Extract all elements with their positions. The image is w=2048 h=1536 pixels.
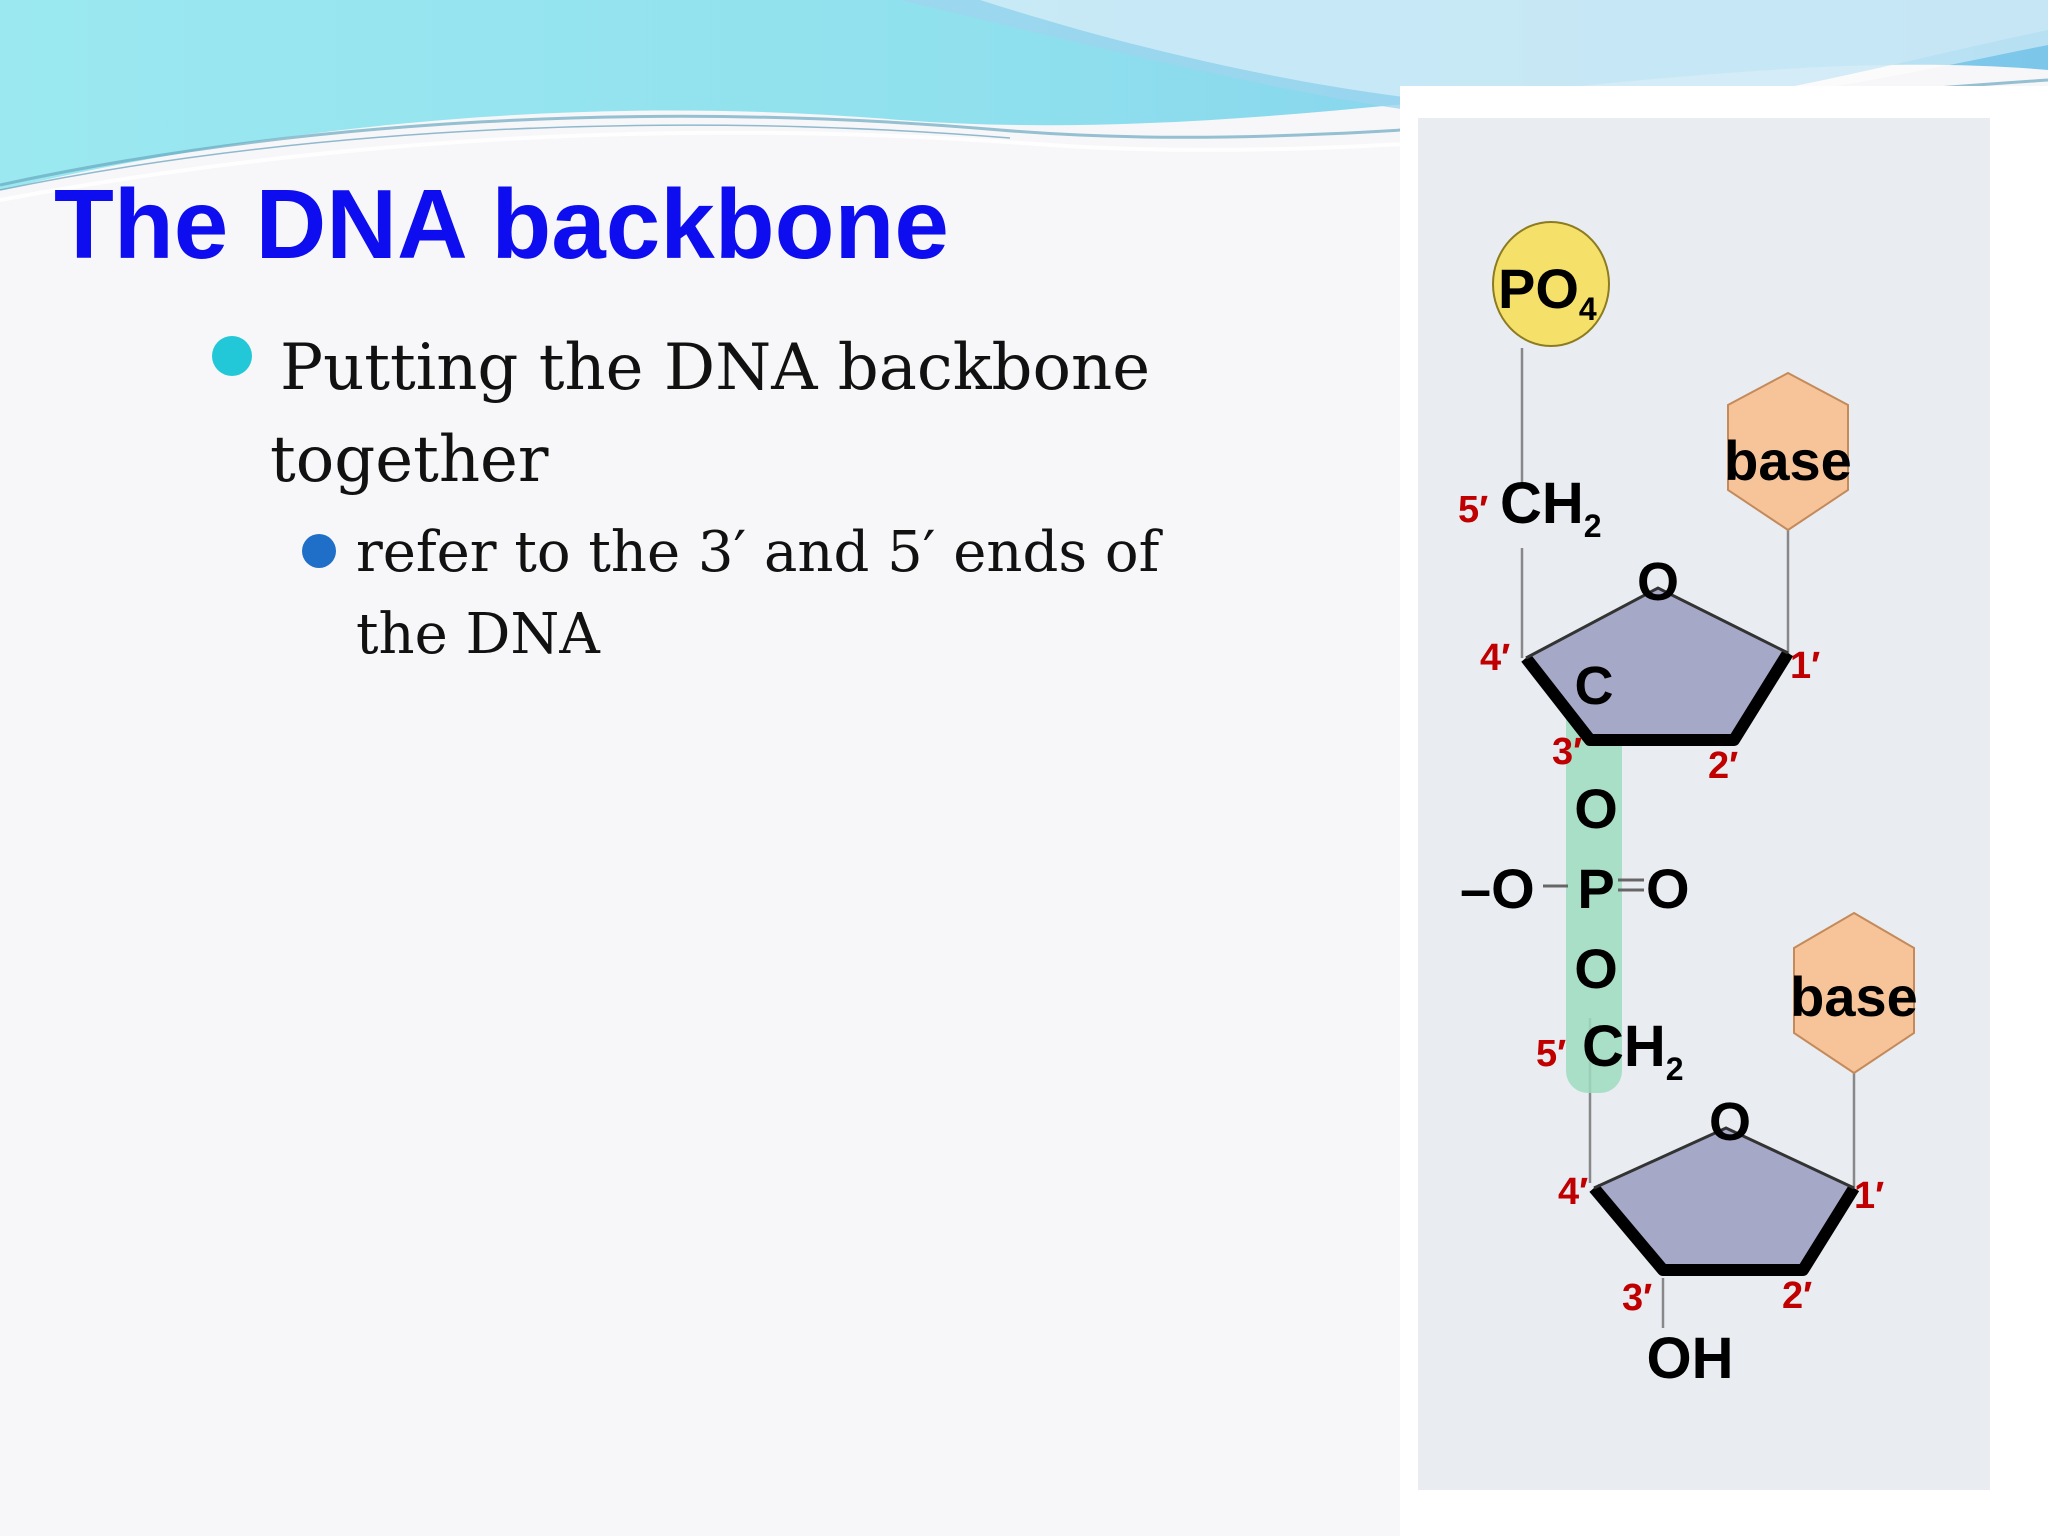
bullet-line: refer to the 3′ and 5′ ends of <box>356 520 1160 585</box>
bullet-level2: refer to the 3′ and 5′ ends of the DNA <box>356 512 1236 676</box>
ring-bold-edge <box>1589 1184 1860 1276</box>
prime-label: 3′ <box>1552 731 1582 773</box>
bridge-oxygen-top: O <box>1574 777 1618 840</box>
sugar-pentagon <box>1526 588 1788 738</box>
base-label: base <box>1790 965 1918 1028</box>
dna-backbone-diagram: PO4 base 5′ CH2 O C 4′ 1′ 3′ 2′ O –O P O… <box>1418 118 1990 1490</box>
ring-edge <box>1525 586 1789 660</box>
base-label: base <box>1724 429 1852 492</box>
bullet-dot <box>212 336 252 376</box>
carbon-label: C <box>1575 656 1614 716</box>
prime-label: 5′ <box>1458 489 1488 531</box>
ring-oxygen: O <box>1709 1092 1751 1152</box>
hydroxyl-label: OH <box>1647 1326 1734 1391</box>
ch2-label: CH2 <box>1582 1014 1684 1087</box>
ring-oxygen: O <box>1637 552 1679 612</box>
prime-label: 5′ <box>1536 1033 1566 1075</box>
prime-label: 1′ <box>1854 1175 1884 1217</box>
bridge-oxygen-right: O <box>1646 857 1690 920</box>
sub-bullet-dot <box>302 534 336 568</box>
prime-label: 2′ <box>1708 745 1738 787</box>
ring-edge <box>1593 1126 1855 1190</box>
bridge-phosphorus: P <box>1577 857 1614 920</box>
prime-label: 2′ <box>1782 1275 1812 1317</box>
prime-label: 4′ <box>1558 1171 1588 1213</box>
bullet-line: Putting the DNA backbone <box>280 331 1151 405</box>
phosphate-label: PO4 <box>1498 257 1597 327</box>
ring-bold-edge <box>1521 649 1794 746</box>
bullet-line: together <box>270 423 549 497</box>
phosphate-circle <box>1492 221 1610 347</box>
base-hexagon <box>1727 371 1849 532</box>
prime-label: 1′ <box>1790 645 1820 687</box>
bullet-line: the DNA <box>356 602 600 667</box>
bridge-oxygen-left: –O <box>1460 857 1535 920</box>
base-hexagon <box>1793 911 1915 1075</box>
diagram-panel <box>1418 118 1990 1490</box>
bridge-oxygen-bottom: O <box>1574 937 1618 1000</box>
phosphodiester-highlight <box>1566 693 1622 1093</box>
prime-label: 3′ <box>1622 1277 1652 1319</box>
bullet-level1: Putting the DNA backbone together <box>270 322 1200 506</box>
ch2-label: CH2 <box>1500 471 1602 544</box>
sugar-pentagon <box>1594 1128 1854 1268</box>
slide-title: The DNA backbone <box>54 169 949 279</box>
prime-label: 4′ <box>1480 637 1510 679</box>
